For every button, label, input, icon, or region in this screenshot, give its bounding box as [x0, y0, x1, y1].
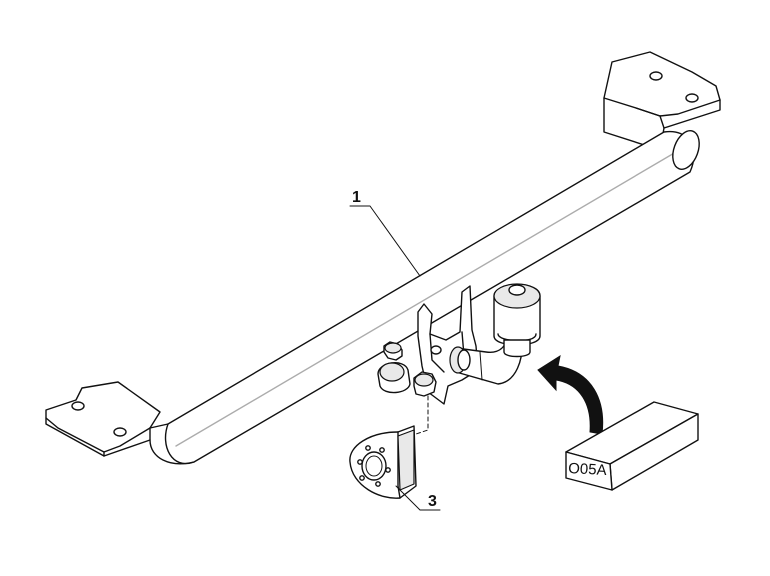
curved-arrow-icon: [537, 354, 604, 435]
kit-box-label: O05A: [568, 460, 607, 479]
callout-1-number: 1: [352, 189, 361, 206]
bolt-lower: [413, 371, 437, 397]
bolt-top: [383, 341, 403, 361]
bolt-sleeve: [377, 362, 411, 394]
callout-3-number: 3: [428, 493, 437, 510]
callout-1: 1: [349, 189, 421, 277]
crossbar-tube: [149, 130, 700, 465]
kit-box: O05A: [565, 401, 699, 491]
tow-ball: [493, 283, 541, 358]
left-mounting-bracket: [45, 381, 161, 457]
callout-3: 3: [395, 485, 441, 511]
socket-mounting-plate: [349, 425, 417, 499]
tow-ball-neck: [449, 335, 523, 385]
assembly-guide-line: [415, 395, 429, 435]
mounting-bolts: [377, 341, 437, 397]
